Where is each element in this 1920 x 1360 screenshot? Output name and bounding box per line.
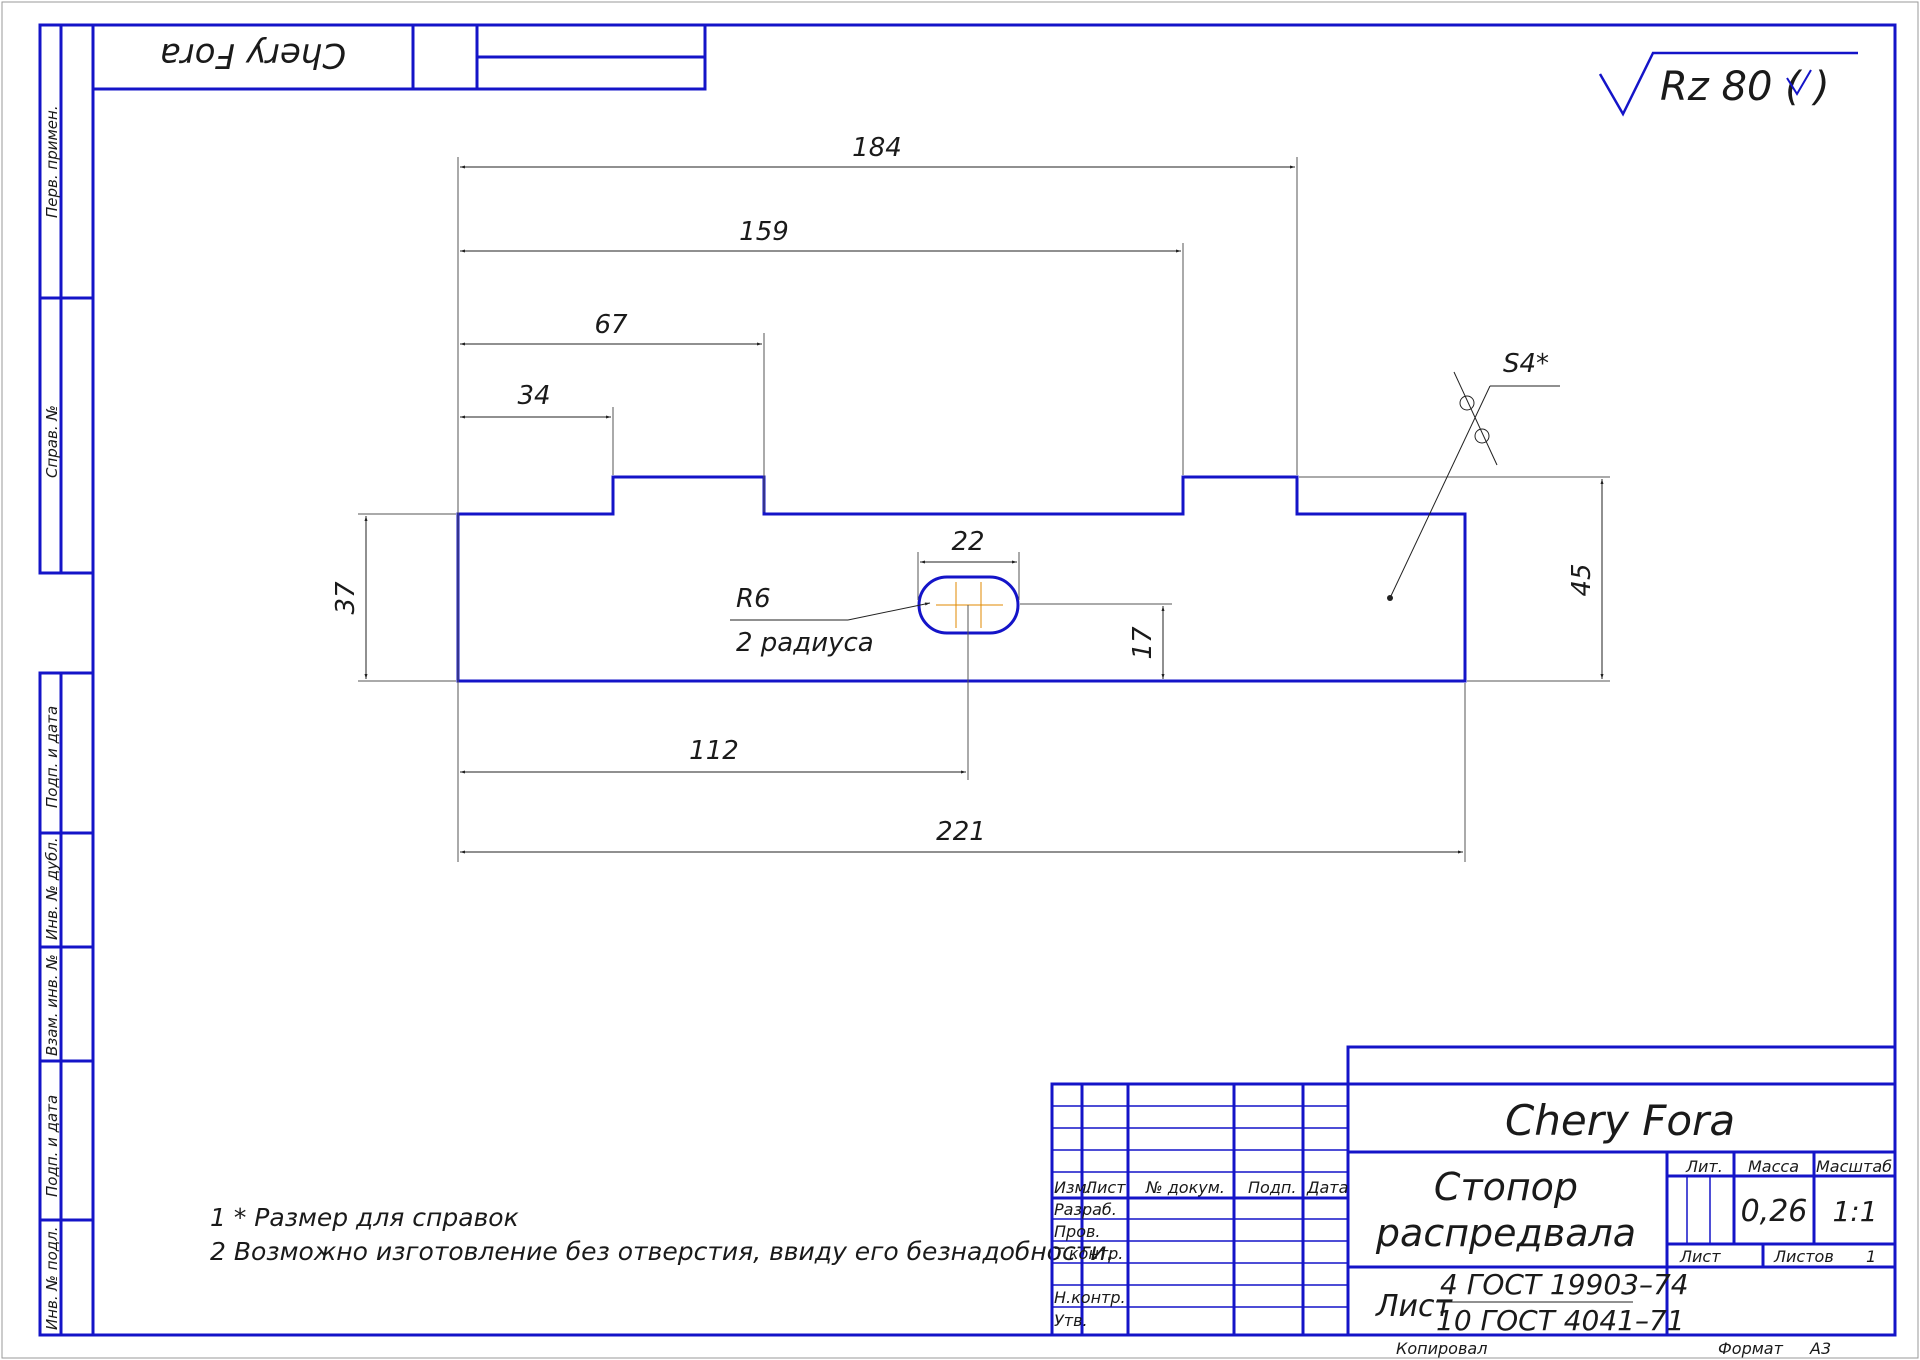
dim-45: 45 bbox=[1567, 563, 1597, 596]
tb-header-izm: Изм. bbox=[1054, 1178, 1092, 1197]
tb-format-label: Формат bbox=[1718, 1339, 1784, 1358]
tb-format-value: А3 bbox=[1809, 1339, 1831, 1358]
note-2: 2 Возможно изготовление без отверстия, в… bbox=[210, 1237, 1114, 1266]
dim-22: 22 bbox=[951, 527, 984, 557]
dim-17: 17 bbox=[1128, 626, 1158, 660]
thickness-leader bbox=[1389, 371, 1560, 599]
dim-184: 184 bbox=[852, 133, 902, 163]
tb-massa-label: Масса bbox=[1748, 1157, 1799, 1176]
tb-material-top: 4 ГОСТ 19903–74 bbox=[1440, 1268, 1689, 1301]
slot-hole bbox=[917, 575, 1020, 635]
tb-scale-value: 1:1 bbox=[1832, 1195, 1877, 1228]
tb-masshtab-label: Масштаб bbox=[1816, 1157, 1892, 1176]
tb-sheets-value: 1 bbox=[1866, 1247, 1876, 1266]
note-1: 1 * Размер для справок bbox=[210, 1203, 519, 1232]
tb-name-line2: распредвала bbox=[1375, 1211, 1636, 1255]
tb-role-prov: Пров. bbox=[1054, 1222, 1101, 1241]
tb-sheets-label: Листов bbox=[1773, 1247, 1834, 1266]
tb-material-bottom: 10 ГОСТ 4041–71 bbox=[1436, 1304, 1685, 1337]
tb-sheet-label: Лист bbox=[1679, 1247, 1721, 1266]
side-label-sprav-no: Справ. № bbox=[43, 405, 61, 478]
roughness-symbol: Rz 80 ( ) bbox=[1598, 51, 1858, 117]
dim-112: 112 bbox=[689, 736, 739, 766]
dim-221: 221 bbox=[936, 817, 986, 847]
dim-34: 34 bbox=[517, 381, 550, 411]
tb-header-data: Дата bbox=[1306, 1178, 1348, 1197]
tb-copied: Копировал bbox=[1396, 1339, 1487, 1358]
tb-material-prefix: Лист bbox=[1375, 1289, 1454, 1324]
side-label-podp-i-data-2: Подп. и дата bbox=[43, 1095, 61, 1197]
side-label-perv-primen: Перв. примен. bbox=[43, 105, 61, 218]
slot-centerlines bbox=[936, 582, 1003, 628]
radius-leader bbox=[730, 602, 931, 621]
roughness-text: Rz 80 ( bbox=[1660, 64, 1803, 110]
roughness-close-paren: ) bbox=[1811, 64, 1830, 110]
side-label-inv-no-podl: Инв. № подл. bbox=[43, 1227, 61, 1330]
dim-37: 37 bbox=[331, 581, 361, 615]
tb-header-ndoc: № докум. bbox=[1145, 1178, 1225, 1197]
tb-mass-value: 0,26 bbox=[1741, 1194, 1808, 1229]
tb-role-nkontr: Н.контр. bbox=[1054, 1288, 1126, 1307]
dim-s4: S4* bbox=[1503, 349, 1549, 379]
tb-role-tkontr: Т.контр. bbox=[1054, 1244, 1123, 1263]
tb-name-line1: Стопор bbox=[1434, 1165, 1578, 1209]
tb-role-utv: Утв. bbox=[1054, 1311, 1088, 1330]
dim-159: 159 bbox=[739, 217, 789, 247]
side-label-vzam-inv-no: Взам. инв. № bbox=[43, 954, 61, 1056]
dim-r6-note: 2 радиуса bbox=[736, 628, 874, 658]
dimension-lines bbox=[364, 165, 1604, 854]
top-stamp bbox=[91, 23, 707, 91]
side-label-inv-no-dubl: Инв. № дубл. bbox=[43, 837, 61, 940]
dim-r6: R6 bbox=[736, 584, 771, 614]
tb-role-razrab: Разраб. bbox=[1054, 1200, 1117, 1219]
tb-header-list: Лист bbox=[1084, 1178, 1126, 1197]
left-binding-strip bbox=[38, 23, 95, 1337]
title-block bbox=[1050, 1045, 1897, 1337]
tb-designation: Chery Fora bbox=[1505, 1096, 1735, 1145]
tb-lit-label: Лит. bbox=[1685, 1157, 1723, 1176]
extension-lines bbox=[358, 157, 1610, 862]
leader-dot bbox=[1387, 595, 1393, 601]
top-stamp-text: Chery Fora bbox=[160, 35, 346, 75]
part-outline bbox=[456, 475, 1467, 683]
side-label-podp-i-data-1: Подп. и дата bbox=[43, 706, 61, 808]
dim-67: 67 bbox=[594, 310, 628, 340]
tb-header-podp: Подп. bbox=[1248, 1178, 1296, 1197]
